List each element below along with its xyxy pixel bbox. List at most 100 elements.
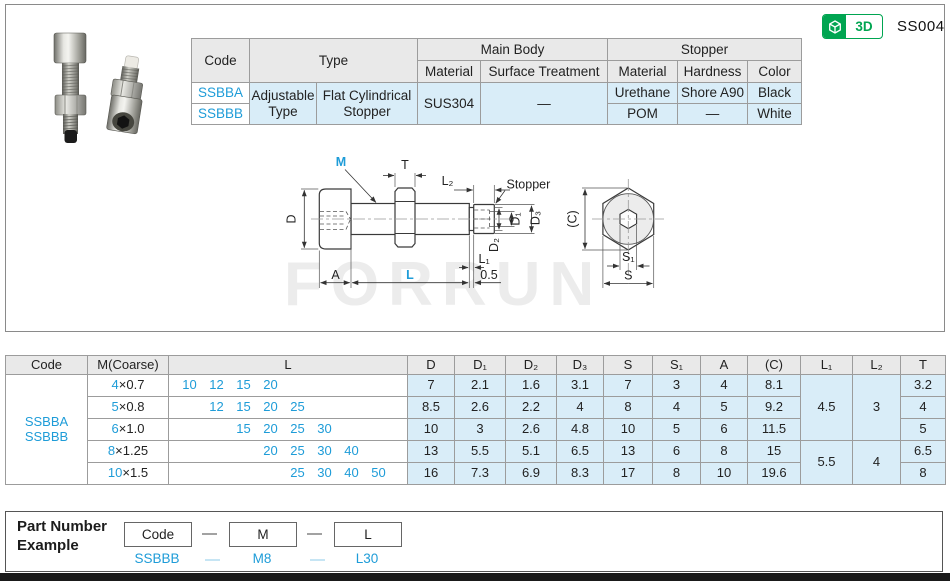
dim-D: 8.5 (407, 396, 455, 419)
dim-A: 6 (700, 418, 748, 441)
l-option-value (203, 444, 230, 458)
part-number-example-title: Part Number Example (17, 518, 107, 556)
l-option-value (176, 444, 203, 458)
l-option-value (365, 378, 392, 392)
spec-header-hardness: Hardness (677, 60, 749, 83)
l-option-value: 30 (317, 465, 332, 481)
spec-header-surface: Surface Treatment (479, 60, 609, 83)
l-option-value: 25 (290, 399, 305, 415)
dim-A: 5 (700, 396, 748, 419)
m-size-cell: 10×1.5 (87, 462, 169, 485)
dims-code-2: SSBBB (24, 428, 69, 444)
dims-header-d1: D₁ (454, 355, 506, 375)
l-option-value (311, 378, 338, 392)
dim-C: 19.6 (747, 462, 801, 485)
dim-D3: 4.8 (556, 418, 604, 441)
dim-D: 16 (407, 462, 455, 485)
overview-panel: FORRUN (5, 4, 945, 332)
dim-S: 10 (603, 418, 653, 441)
spec-material: SUS304 (417, 82, 481, 125)
pn-code-box: Code (124, 522, 192, 547)
l-option-value: 20 (263, 443, 278, 459)
l-option-value (284, 378, 311, 392)
dim-D1: 2.6 (454, 396, 506, 419)
dim-D1: 2.1 (454, 374, 506, 397)
dim-D1: 7.3 (454, 462, 506, 485)
dim-D2: 2.6 (505, 418, 557, 441)
m-pitch: ×1.25 (115, 443, 149, 459)
part-number-title-line2: Example (17, 536, 79, 554)
dim-D3: 8.3 (556, 462, 604, 485)
dim-D3: 3.1 (556, 374, 604, 397)
l-option-value (230, 466, 257, 480)
l-option-value: 30 (317, 443, 332, 459)
dim-L2-group2: 4 (852, 440, 901, 485)
dimensions-table: Code M(Coarse) L D D₁ D₂ D₃ S S₁ A (C) L… (5, 355, 946, 485)
l-option-value (338, 400, 365, 414)
m-pitch: ×1.5 (122, 465, 149, 481)
dim-S1: 5 (652, 418, 701, 441)
dim-D3: 6.5 (556, 440, 604, 463)
dim-label-d3: D₃ (529, 211, 543, 225)
spec-code-ssbbb: SSBBB (191, 103, 250, 125)
pn-example-dash-1: — (205, 551, 220, 568)
product-photo (53, 32, 143, 143)
pn-m-box: M (229, 522, 297, 547)
m-size: 4 (111, 377, 119, 393)
spec-color-2: White (747, 103, 803, 125)
dim-D2: 6.9 (505, 462, 557, 485)
spec-color-1: Black (747, 82, 803, 104)
m-pitch: ×1.0 (118, 421, 145, 437)
view-3d-button[interactable]: 3D (822, 14, 883, 39)
dims-code-1: SSBBA (24, 414, 69, 430)
l-option-value (203, 422, 230, 436)
dim-T: 6.5 (900, 440, 946, 463)
dim-D1: 3 (454, 418, 506, 441)
dim-label-d: D (285, 214, 299, 223)
spec-header-type: Type (249, 38, 418, 83)
spec-type-a: Adjustable Type (249, 82, 317, 125)
dim-C: 11.5 (747, 418, 801, 441)
l-option-value: 15 (236, 399, 251, 415)
m-size-cell: 8×1.25 (87, 440, 169, 463)
l-option-value: 25 (290, 421, 305, 437)
dim-T: 8 (900, 462, 946, 485)
dim-T: 5 (900, 418, 946, 441)
dim-S: 7 (603, 374, 653, 397)
l-option-value (338, 422, 365, 436)
pn-l-box: L (334, 522, 402, 547)
dims-header-d2: D₂ (505, 355, 557, 375)
spec-hardness-1: Shore A90 (677, 82, 749, 104)
dim-D2: 1.6 (505, 374, 557, 397)
part-series-code: SS004 (897, 18, 945, 35)
dim-S1: 8 (652, 462, 701, 485)
l-option-value (176, 466, 203, 480)
part-number-example-panel: Part Number Example Code — M — L SSBBB —… (5, 511, 943, 572)
pn-example-code: SSBBB (134, 551, 180, 566)
dim-label-stopper: Stopper (507, 178, 551, 192)
dims-header-s1: S₁ (652, 355, 701, 375)
part-number-title-line1: Part Number (17, 518, 108, 535)
dim-label-s1: S₁ (622, 250, 635, 264)
m-pitch: ×0.8 (118, 399, 145, 415)
dim-D2: 5.1 (505, 440, 557, 463)
dim-D3: 4 (556, 396, 604, 419)
dim-label-d2: D₂ (487, 238, 501, 252)
dims-header-code: Code (5, 355, 88, 375)
l-option-value: 20 (263, 399, 278, 415)
l-option-value (230, 444, 257, 458)
l-option-value: 50 (371, 465, 386, 481)
spec-header-code: Code (191, 38, 250, 83)
l-option-value (365, 400, 392, 414)
pn-dash-1: — (202, 525, 217, 542)
dims-header-m: M(Coarse) (87, 355, 169, 375)
l-option-value (338, 378, 365, 392)
l-option-value (203, 466, 230, 480)
spec-stop-material-2: POM (607, 103, 679, 125)
pn-example-dash-2: — (310, 551, 325, 568)
